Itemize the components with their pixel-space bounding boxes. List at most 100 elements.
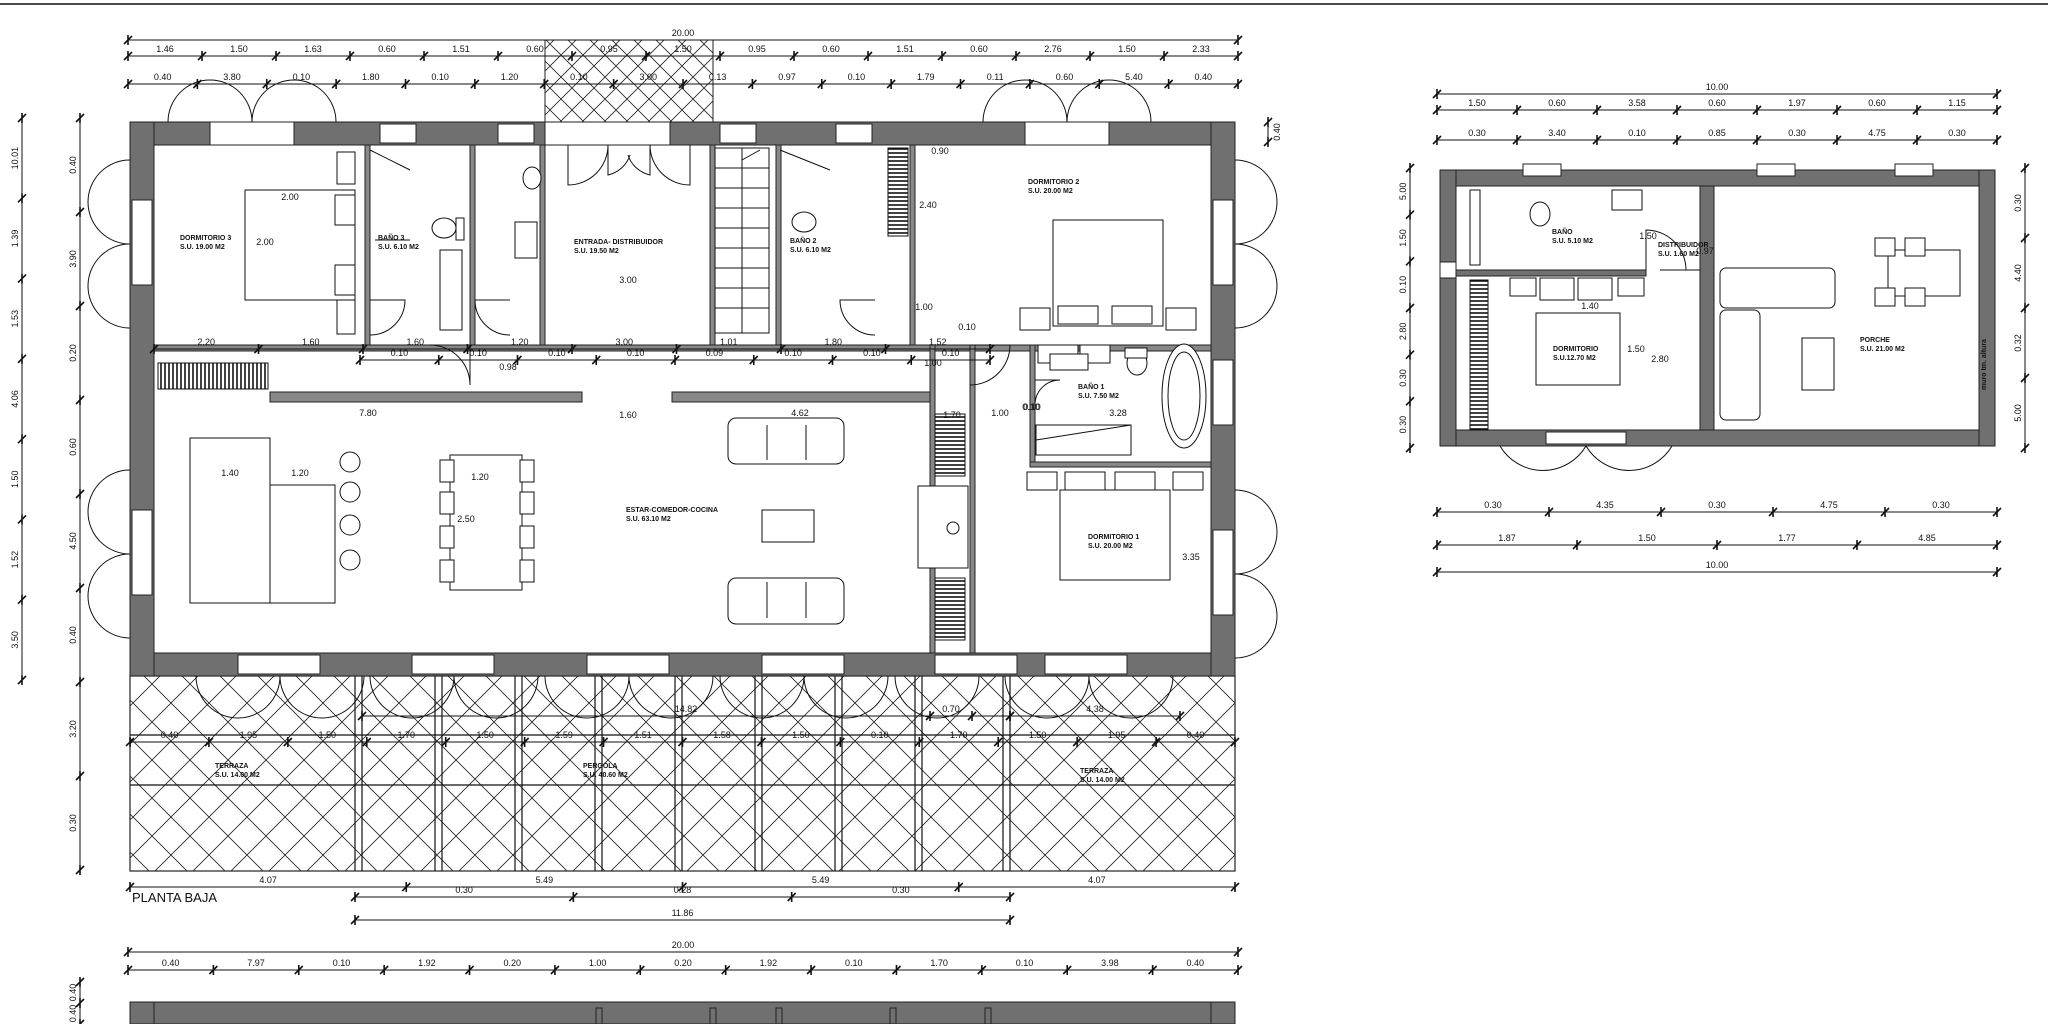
dimension-label: 1.20 <box>511 337 529 347</box>
dimension-label: 1.40 <box>221 468 239 478</box>
dim-tick <box>75 771 85 781</box>
dimension-label: 1.40 <box>1581 301 1599 311</box>
dimension-label: 0.10 <box>871 730 889 740</box>
dimension-label: 1.00 <box>924 358 942 368</box>
dim-tick <box>1992 105 2002 115</box>
dim-tick <box>262 79 272 89</box>
dimension-label: 4.62 <box>791 408 809 418</box>
dimension-label: 4.85 <box>1918 533 1936 543</box>
dimension-label: 4.75 <box>1820 500 1838 510</box>
dim-tick <box>1062 965 1072 975</box>
dim-tick <box>539 79 549 89</box>
dim-tick <box>567 344 577 354</box>
dimension-label: 0.30 <box>1788 128 1806 138</box>
dimension-label: 3.00 <box>619 275 637 285</box>
closet <box>934 577 966 641</box>
dimension-label: 0.20 <box>503 958 521 968</box>
dim-tick <box>747 79 757 89</box>
dim-tick <box>379 965 389 975</box>
dimension-label: 0.70 <box>942 704 960 714</box>
dimension-label: 0.10 <box>1628 128 1646 138</box>
dimension-label: 14.82 <box>675 704 698 714</box>
dim-tick <box>1672 105 1682 115</box>
dim-tick <box>125 737 135 747</box>
dimension-label: 1.50 <box>1639 231 1657 241</box>
dim-tick <box>125 882 135 892</box>
dim-tick <box>1572 540 1582 550</box>
dim-tick <box>1148 965 1158 975</box>
dimension-label: 0.30 <box>1708 500 1726 510</box>
dimension-label: 0.40 <box>68 984 78 1002</box>
dimension-label: 7.97 <box>247 958 265 968</box>
dimension-label: 1.70 <box>943 410 961 420</box>
dim-tick <box>204 737 214 747</box>
dim-tick <box>294 965 304 975</box>
dimension-label: 0.10 <box>469 348 487 358</box>
dimension-label: 4.07 <box>259 875 277 885</box>
plan-title: PLANTA BAJA <box>132 890 217 905</box>
dim-tick <box>677 737 688 747</box>
dimension-label: 20.00 <box>672 28 695 38</box>
dim-tick <box>1992 540 2002 550</box>
dim-tick <box>512 355 523 365</box>
dimension-label: 1.50 <box>230 44 248 54</box>
dimension-label: 1.46 <box>156 44 174 54</box>
dimension-label: 0.10 <box>784 348 802 358</box>
dim-tick <box>357 711 367 721</box>
dim-tick <box>1912 105 1922 115</box>
dimension-label: 4.40 <box>2013 264 2023 282</box>
dimension-label: 0.60 <box>970 44 988 54</box>
dim-tick <box>1432 105 1442 115</box>
dimension-label: 10.01 <box>10 147 20 170</box>
interior-doors <box>369 149 1061 406</box>
dimension-label: 1.50 <box>476 730 494 740</box>
dimension-label: 4.50 <box>68 532 78 550</box>
dimension-label: 7.80 <box>359 408 377 418</box>
dimension-label: 1.20 <box>471 472 489 482</box>
side-window <box>1212 199 1234 286</box>
main-plan <box>87 39 1278 872</box>
dimension-label: 3.35 <box>1182 552 1200 562</box>
dim-tick <box>1233 947 1243 957</box>
dim-tick <box>345 51 355 61</box>
dimension-label: 1.97 <box>1788 98 1806 108</box>
dim-tick <box>977 965 987 975</box>
dim-tick <box>123 947 133 957</box>
dim-tick <box>197 51 207 61</box>
dim-tick <box>1992 567 2002 577</box>
dim-tick <box>1005 915 1015 925</box>
dimension-label: 4.07 <box>1088 875 1106 885</box>
dim-tick <box>2020 233 2030 243</box>
dim-tick <box>17 113 27 123</box>
dim-tick <box>1405 209 1415 220</box>
dim-tick <box>123 35 133 45</box>
dim-tick <box>149 344 159 354</box>
dim-tick <box>1233 51 1243 61</box>
dim-tick <box>75 207 85 217</box>
dimension-label: 0.30 <box>1932 500 1950 510</box>
dim-tick <box>17 193 27 204</box>
pergola-beams <box>130 676 1235 871</box>
dim-tick <box>17 434 27 445</box>
wall-note: muro tm. altura <box>1981 339 1988 390</box>
staircase <box>714 147 770 334</box>
dimension-label: 1.50 <box>10 471 20 489</box>
dimension-label: 3.20 <box>68 720 78 738</box>
dim-tick <box>567 51 577 61</box>
dimension-label: 0.97 <box>1696 246 1714 256</box>
dim-tick <box>817 79 827 89</box>
dim-tick <box>17 273 27 284</box>
dimension-label: 0.10 <box>548 348 566 358</box>
dimension-label: 2.20 <box>197 337 215 347</box>
dim-tick <box>17 675 27 685</box>
dim-tick <box>568 892 578 902</box>
dimension-label: 0.10 <box>570 72 588 82</box>
dim-tick <box>2020 373 2030 383</box>
entrance-doors <box>567 144 691 186</box>
dimension-label: 0.60 <box>1548 98 1566 108</box>
dim-tick <box>925 711 935 721</box>
dimension-label: 1.80 <box>362 72 380 82</box>
